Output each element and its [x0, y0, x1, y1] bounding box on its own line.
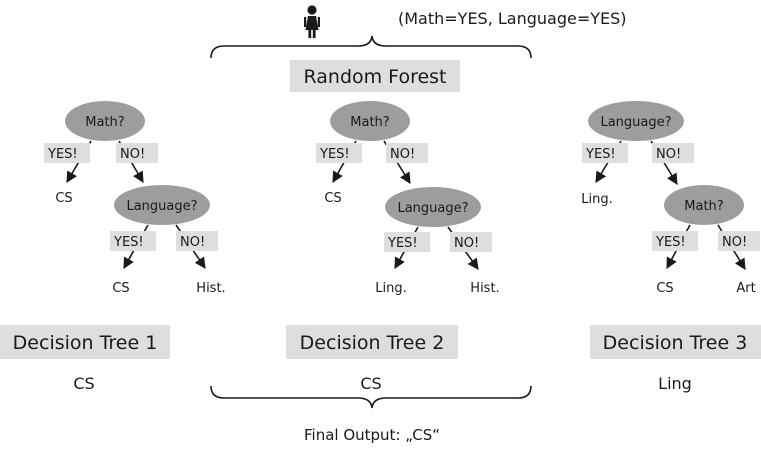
tree3-root-label: Language?	[600, 115, 671, 130]
tree3-sub-no-label: NO!	[722, 235, 747, 250]
tree1-result: CS	[73, 374, 94, 393]
tree3-title: Decision Tree 3	[603, 332, 748, 354]
person-icon	[304, 5, 320, 38]
tree2-root-node	[330, 101, 410, 141]
tree3-sub-no-leaf: Art	[736, 281, 755, 296]
tree1-root-yes-label: YES!	[47, 147, 78, 162]
tree1-sub-no-label: NO!	[180, 235, 205, 250]
decision-tree-3: Language? YES! NO! Ling. Math? YES! NO! …	[581, 101, 761, 393]
decision-tree-1: Math? YES! NO! CS Language? YES! NO! CS …	[0, 101, 226, 393]
tree1-sub-node	[114, 185, 210, 225]
tree1-sub-label: Language?	[126, 199, 197, 214]
input-query: (Math=YES, Language=YES)	[398, 9, 627, 28]
tree2-sub-label: Language?	[397, 201, 468, 216]
tree3-result: Ling	[658, 374, 692, 393]
tree3-sub-node	[664, 185, 744, 225]
tree2-title: Decision Tree 2	[300, 332, 445, 354]
tree2-sub-yes-label: YES!	[387, 236, 418, 251]
tree2-sub-yes-leaf: Ling.	[375, 281, 406, 296]
tree3-root-no-label: NO!	[656, 147, 681, 162]
tree1-root-label: Math?	[85, 115, 124, 130]
tree3-root-yes-leaf: Ling.	[581, 192, 612, 207]
tree1-root-yes-leaf: CS	[55, 191, 72, 206]
tree2-sub-no-leaf: Hist.	[470, 281, 499, 296]
tree2-root-no-label: NO!	[390, 147, 415, 162]
tree3-root-yes-label: YES!	[585, 147, 616, 162]
top-brace	[210, 35, 532, 59]
random-forest-title-box: Random Forest	[290, 60, 460, 92]
tree1-sub-no-leaf: Hist.	[196, 281, 225, 296]
tree3-root-node	[588, 101, 684, 141]
tree2-sub-no-label: NO!	[454, 236, 479, 251]
tree2-result: CS	[360, 374, 381, 393]
tree3-sub-label: Math?	[684, 199, 723, 214]
tree3-sub-yes-leaf: CS	[656, 281, 673, 296]
tree3-sub-yes-label: YES!	[655, 235, 686, 250]
tree2-root-yes-leaf: CS	[324, 191, 341, 206]
final-output: Final Output: „CS“	[304, 426, 440, 444]
tree1-title: Decision Tree 1	[13, 332, 158, 354]
tree1-root-node	[65, 101, 145, 141]
random-forest-title: Random Forest	[303, 66, 446, 88]
decision-tree-2: Math? YES! NO! CS Language? YES! NO! Lin…	[286, 101, 500, 393]
tree2-root-yes-label: YES!	[319, 147, 350, 162]
tree2-root-label: Math?	[350, 115, 389, 130]
tree2-sub-node	[385, 187, 481, 227]
tree1-sub-yes-leaf: CS	[112, 281, 129, 296]
bottom-brace	[210, 385, 532, 409]
tree1-root-no-label: NO!	[120, 147, 145, 162]
tree1-sub-yes-label: YES!	[113, 235, 144, 250]
